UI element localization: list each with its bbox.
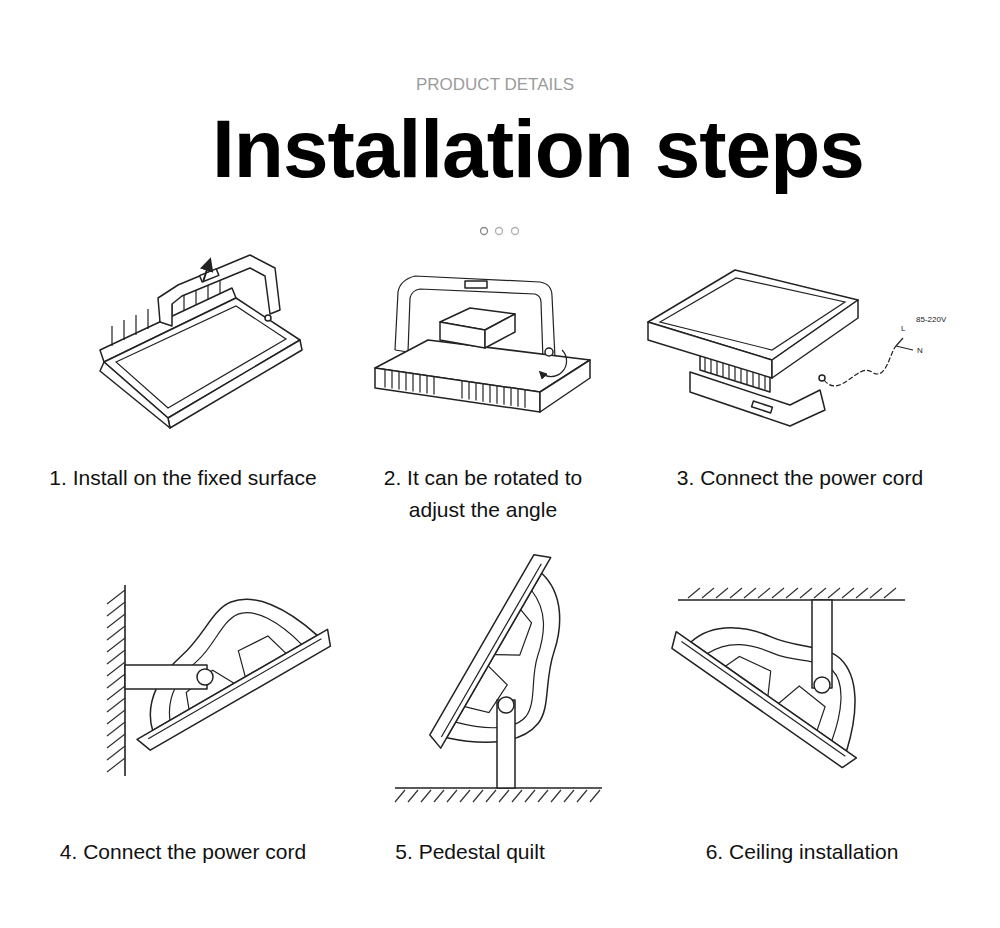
floor-hatch [395, 790, 600, 802]
pivot [498, 697, 514, 713]
slot [200, 269, 219, 282]
floor-mount [395, 550, 613, 802]
slot [465, 281, 487, 288]
flood-light [667, 572, 898, 771]
flood-light [101, 567, 336, 753]
rotate-arrow [540, 350, 567, 377]
frame [168, 340, 302, 428]
fins [385, 370, 525, 408]
step-caption: 5. Pedestal quilt [395, 836, 544, 868]
carousel-dots [481, 228, 519, 235]
fixture-surface-mount [100, 255, 302, 428]
screw [265, 315, 271, 321]
pivot [545, 348, 553, 356]
dot [512, 228, 519, 235]
frame [772, 300, 858, 378]
wall-hatch [107, 590, 125, 772]
dot [496, 228, 503, 235]
frame [648, 322, 772, 378]
driver-box [440, 322, 485, 348]
ceiling-hatch [688, 588, 896, 598]
wire-label: L [901, 324, 905, 334]
dot [481, 228, 488, 235]
step-caption: 4. Connect the power cord [60, 836, 306, 868]
page-title: Installation steps [212, 108, 864, 190]
frame [100, 362, 170, 428]
step-caption: 6. Ceiling installation [706, 836, 899, 868]
ceiling [678, 599, 905, 601]
voltage-label: 85-220V [916, 315, 946, 325]
wire-ends [896, 338, 913, 350]
lens [116, 306, 286, 408]
base-front [375, 368, 540, 412]
slot [752, 401, 773, 413]
step-caption: 2. It can be rotated to adjust the angle [358, 462, 608, 526]
wall-mount [101, 567, 336, 776]
pivot [197, 669, 213, 685]
arm [125, 665, 207, 689]
arrow [203, 260, 210, 282]
step-caption: 1. Install on the fixed surface [49, 462, 316, 494]
wire-label: N [917, 346, 923, 356]
power-cord [824, 346, 896, 386]
fixture-wiring [648, 270, 913, 426]
pivot [814, 677, 830, 693]
arm [812, 600, 832, 688]
section-tag: PRODUCT DETAILS [416, 75, 574, 95]
fixture-rotate [375, 276, 590, 412]
step-caption: 3. Connect the power cord [677, 462, 923, 494]
driver-box [485, 314, 515, 348]
ceiling-mount [667, 572, 905, 771]
flood-light [427, 550, 613, 785]
